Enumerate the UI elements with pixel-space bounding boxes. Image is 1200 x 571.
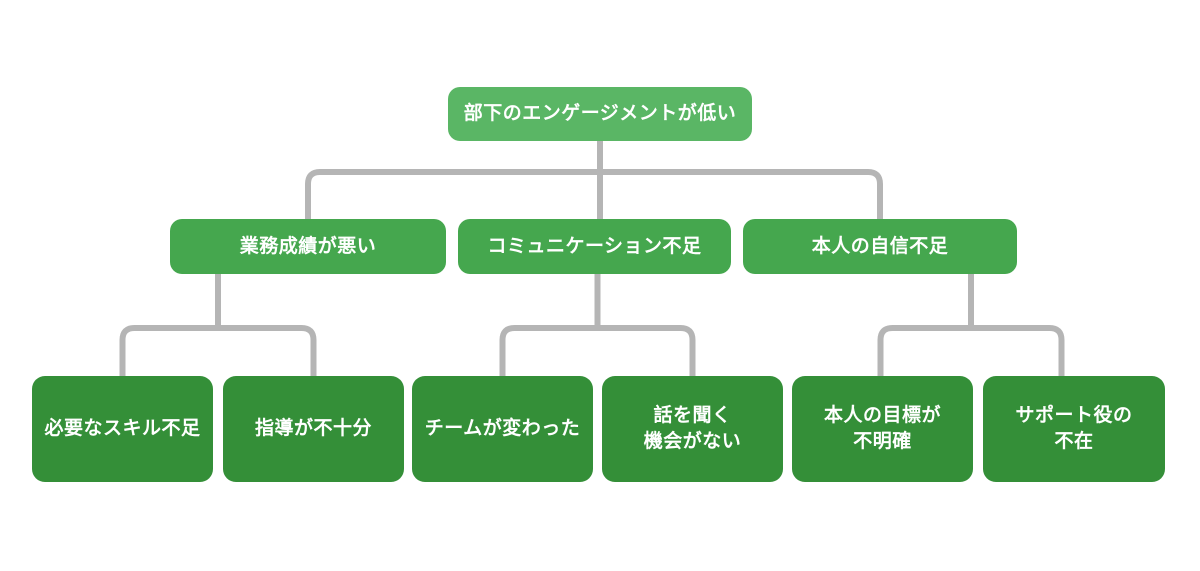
node-leaf-insufficient-guidance[interactable]: 指導が不十分 bbox=[223, 376, 404, 482]
node-leaf-team-changed[interactable]: チームが変わった bbox=[412, 376, 593, 482]
node-label: 部下のエンゲージメントが低い bbox=[463, 103, 737, 124]
node-label: チームが変わった bbox=[424, 418, 581, 439]
node-label: コミュニケーション不足 bbox=[487, 235, 702, 257]
node-label: 指導が不十分 bbox=[254, 418, 372, 439]
connector-root-bar bbox=[305, 169, 883, 224]
node-root-problem[interactable]: 部下のエンゲージメントが低い bbox=[448, 87, 752, 141]
node-branch-communication[interactable]: コミュニケーション不足 bbox=[458, 219, 731, 274]
node-label: 本人の目標が 不明確 bbox=[823, 405, 941, 452]
node-label: 業務成績が悪い bbox=[239, 235, 377, 257]
node-leaf-no-supporter[interactable]: サポート役の 不在 bbox=[983, 376, 1165, 482]
node-branch-confidence[interactable]: 本人の自信不足 bbox=[743, 219, 1017, 274]
node-leaf-unclear-goals[interactable]: 本人の目標が 不明確 bbox=[792, 376, 973, 482]
node-branch-performance[interactable]: 業務成績が悪い bbox=[170, 219, 446, 274]
node-label: 本人の自信不足 bbox=[811, 235, 949, 257]
node-label: 話を聞く 機会がない bbox=[643, 405, 742, 452]
connector-branch2-bar bbox=[877, 325, 1065, 380]
connector-branch1-bar bbox=[499, 325, 696, 380]
node-label: サポート役の 不在 bbox=[1015, 405, 1133, 452]
node-leaf-no-listening-opportunity[interactable]: 話を聞く 機会がない bbox=[602, 376, 783, 482]
node-label: 必要なスキル不足 bbox=[44, 418, 201, 439]
connector-branch0-bar bbox=[119, 325, 317, 380]
node-leaf-skill-shortage[interactable]: 必要なスキル不足 bbox=[32, 376, 213, 482]
